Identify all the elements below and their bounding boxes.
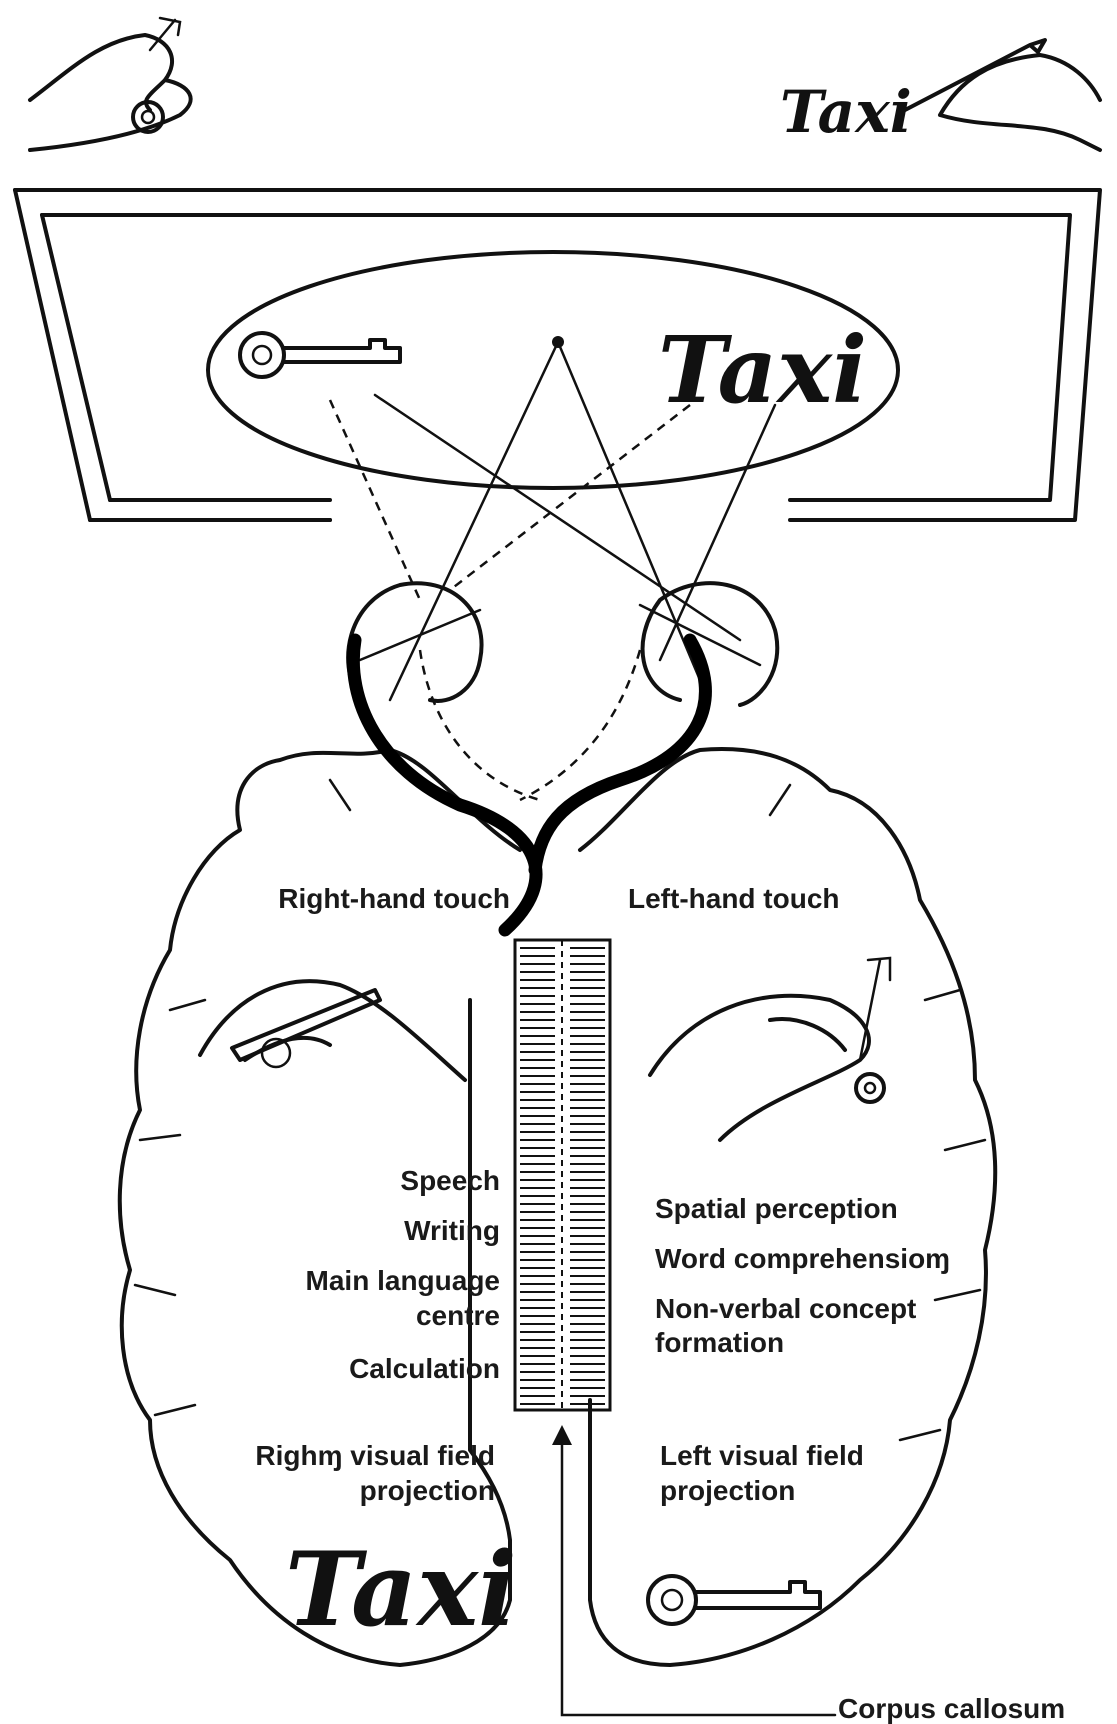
label-left-visual-2: projection xyxy=(660,1475,795,1506)
label-nonverbal-2: formation xyxy=(655,1327,784,1358)
left-eye-icon xyxy=(348,583,481,701)
label-corpus-callosum: Corpus callosum xyxy=(838,1693,1065,1724)
label-calculation: Calculation xyxy=(349,1353,500,1384)
hand-holding-key-icon xyxy=(650,958,890,1140)
taxi-on-screen: Taxi xyxy=(658,316,867,424)
label-spatial-perception: Spatial perception xyxy=(655,1193,898,1224)
hand-writing-icon xyxy=(200,981,465,1080)
label-right-hand-touch: Right-hand touch xyxy=(278,883,510,914)
label-left-visual-1: Left visual field xyxy=(660,1440,864,1471)
label-main-language-2: centre xyxy=(416,1300,500,1331)
label-right-visual-2: projection xyxy=(360,1475,495,1506)
corpus-callosum xyxy=(515,940,610,1410)
key-icon-right-hemisphere xyxy=(648,1576,820,1624)
brain-sulci xyxy=(135,780,985,1440)
top-right-hand-writing-icon: Taxi xyxy=(780,40,1100,150)
label-writing: Writing xyxy=(404,1215,500,1246)
taxi-written-top: Taxi xyxy=(780,78,912,146)
key-icon xyxy=(240,333,400,377)
label-word-comprehension: Word comprehensioɱ xyxy=(655,1243,950,1274)
arrowhead-icon xyxy=(552,1425,572,1445)
label-left-hand-touch: Left-hand touch xyxy=(628,883,840,914)
label-speech: Speech xyxy=(400,1165,500,1196)
top-left-hand-holding-key-icon xyxy=(30,18,191,150)
label-nonverbal-1: Non-verbal concept xyxy=(655,1293,916,1324)
label-right-visual-1: Righɱ visual field xyxy=(255,1440,495,1471)
label-main-language-1: Main language xyxy=(306,1265,500,1296)
taxi-left-hemisphere: Taxi xyxy=(285,1530,517,1650)
projection-screen xyxy=(15,190,1100,520)
optic-tract-right xyxy=(535,640,705,870)
